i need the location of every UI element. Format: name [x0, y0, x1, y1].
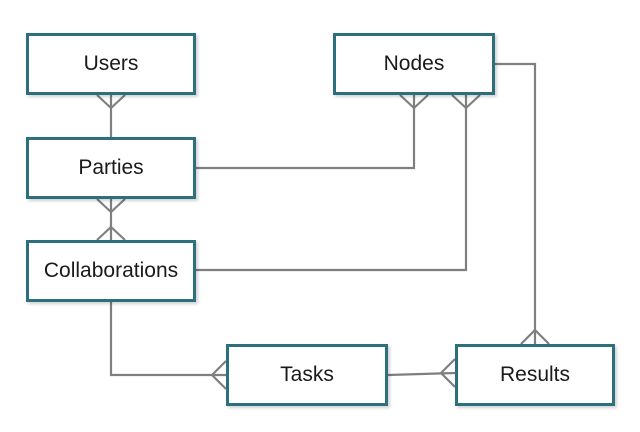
entity-tasks-label: Tasks — [280, 363, 334, 386]
crowfoot-collaborations — [96, 226, 126, 241]
connector-tasks-results — [387, 371, 456, 377]
entity-nodes-label: Nodes — [383, 52, 445, 75]
connector-collaborations-tasks — [109, 302, 226, 377]
crowfoot-results-tasks — [440, 358, 456, 388]
entity-parties-label: Parties — [78, 156, 144, 179]
connector-collaborations-nodes — [196, 95, 468, 272]
entity-collaborations-label: Collaborations — [43, 259, 179, 282]
entity-collaborations: Collaborations — [26, 240, 196, 302]
entity-users-label: Users — [83, 52, 139, 75]
entity-results: Results — [455, 344, 615, 406]
crowfoot-tasks — [211, 360, 227, 390]
crowfoot-parties — [96, 198, 126, 213]
crowfoot-nodes-collaborations — [451, 94, 481, 109]
entity-results-label: Results — [499, 363, 571, 386]
entity-parties: Parties — [26, 137, 196, 199]
entity-nodes: Nodes — [333, 33, 495, 95]
connector-nodes-results — [495, 62, 537, 344]
crowfoot-nodes-parties — [399, 94, 429, 109]
entity-tasks: Tasks — [226, 344, 388, 406]
crowfoot-users — [96, 94, 126, 109]
connector-parties-nodes — [196, 95, 416, 170]
entity-users: Users — [26, 33, 196, 95]
crowfoot-results-nodes — [520, 329, 550, 345]
